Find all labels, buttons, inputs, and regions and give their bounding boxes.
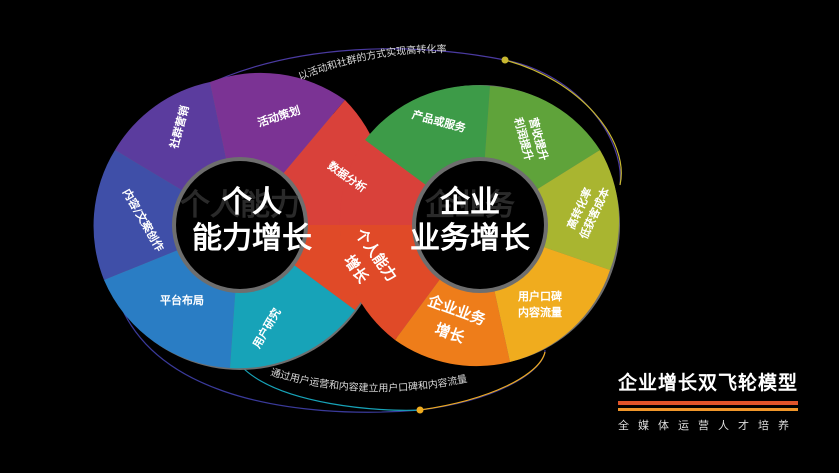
segment-label: 平台布局 (160, 293, 204, 307)
model-subtitle: 全媒体运营人才培养 (618, 419, 798, 432)
segment-label: 用户口碑 (518, 289, 562, 303)
bottom-annotation: 通过用户运营和内容建立用户口碑和内容流量 (269, 366, 468, 394)
orbit-dot (501, 56, 509, 64)
right-center-label-line2: 业务增长 (410, 221, 530, 256)
segment-label: 内容流量 (518, 305, 562, 319)
left-ghost-text: 个人能力 (180, 188, 300, 223)
brand-block: 企业增长双飞轮模型 全媒体运营人才培养 (618, 368, 798, 433)
left-center-label-line1: 个人 (222, 185, 282, 220)
title-underline-red (618, 401, 798, 405)
orbit-line-bottom-teal (241, 366, 421, 411)
right-wheel (339, 85, 620, 367)
title-underline-orange (618, 408, 798, 411)
top-annotation: 以活动和社群的方式实现高转化率 (297, 42, 446, 82)
right-ghost-text: 企业务 (425, 188, 515, 223)
left-center-label-line2: 能力增长 (192, 221, 312, 256)
model-title: 企业增长双飞轮模型 (618, 372, 799, 394)
orbit-line-top-yellow (504, 59, 622, 186)
orbit-line-bottom-orange (419, 351, 546, 411)
orbit-dot (416, 406, 424, 414)
right-center-label-line1: 企业 (440, 185, 500, 220)
